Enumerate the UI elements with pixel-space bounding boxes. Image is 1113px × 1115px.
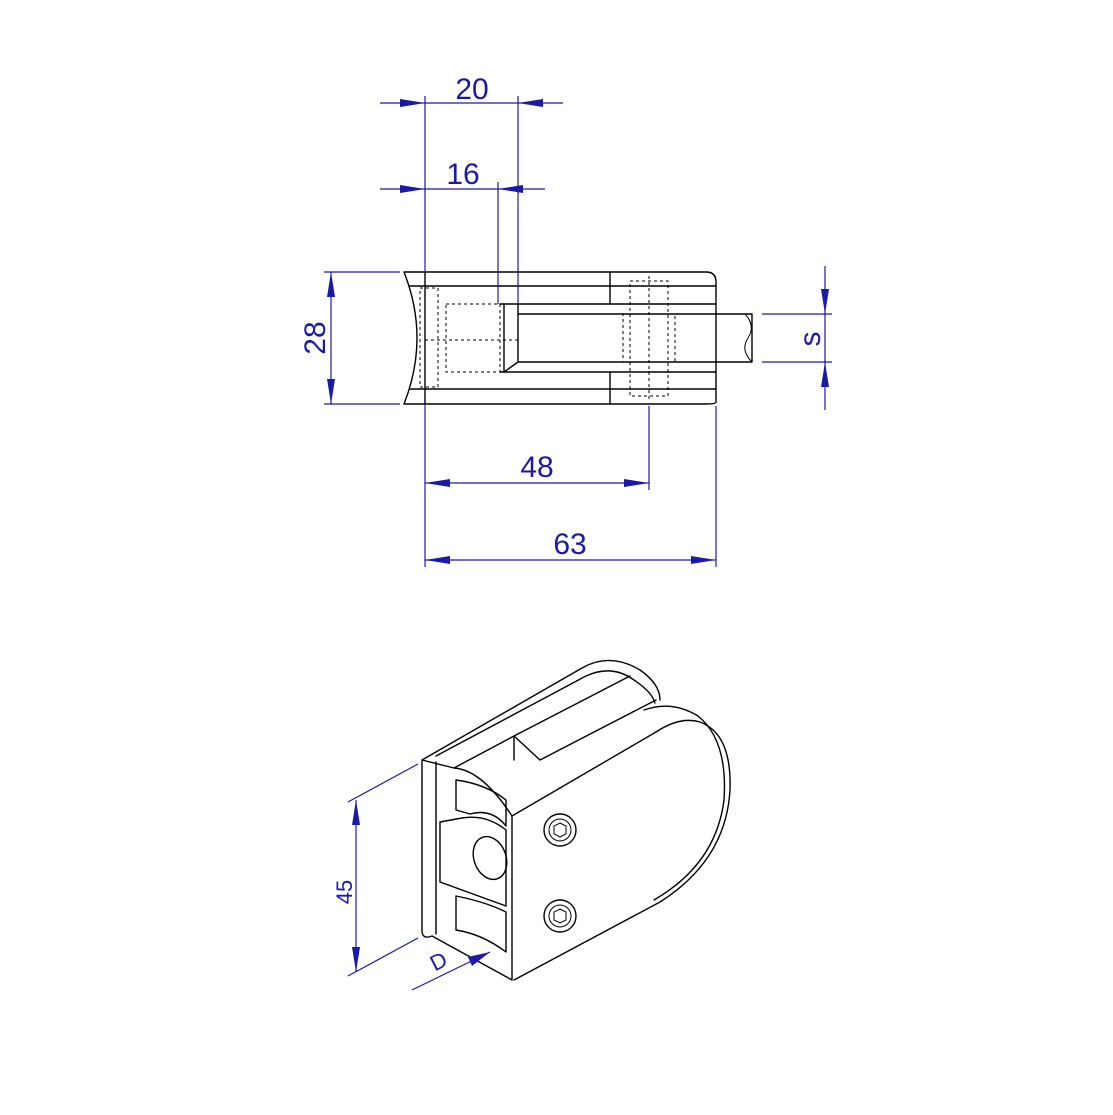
glass-panel-break — [744, 313, 753, 363]
glass-groove — [513, 675, 657, 761]
hex-socket-upper-icon — [553, 822, 567, 838]
isometric-view — [421, 659, 731, 981]
dim-63-label: 63 — [553, 528, 586, 561]
dim-s: s — [762, 266, 832, 410]
slot-window-mid — [439, 816, 507, 907]
hidden-screw-outer — [629, 280, 669, 397]
bore-hole — [472, 835, 508, 881]
side-view — [403, 271, 753, 405]
hex-socket-lower-icon — [553, 908, 567, 924]
dim-28-label: 28 — [299, 321, 332, 354]
dim-45: 45 — [332, 763, 419, 977]
top-plate — [421, 659, 661, 761]
screw-lower-inner — [548, 904, 572, 928]
dim-20: 20 — [380, 73, 563, 304]
top-plate-inner — [435, 670, 656, 757]
screw-lower — [543, 899, 577, 933]
hidden-bore-left — [419, 287, 439, 388]
dim-s-label: s — [794, 332, 827, 347]
screw-upper-inner — [548, 818, 572, 842]
dim-20-label: 20 — [455, 73, 488, 106]
dim-48: 48 — [424, 404, 650, 567]
front-rounded-face-edge — [643, 705, 726, 901]
dim-28: 28 — [299, 271, 400, 405]
clamp-body-outline — [403, 271, 717, 405]
end-face-left — [421, 759, 513, 981]
dim-16-label: 16 — [446, 158, 479, 191]
hidden-bore-inner — [445, 303, 501, 373]
end-face-top — [453, 735, 515, 769]
dim-45-label: 45 — [332, 880, 357, 904]
front-rounded-face — [511, 719, 731, 981]
dim-d: D — [411, 947, 491, 991]
slot-window-top — [455, 779, 507, 827]
slot-window-bottom — [455, 895, 507, 953]
dim-48-label: 48 — [520, 451, 553, 484]
dim-d-label: D — [426, 947, 452, 976]
dim-16: 16 — [380, 158, 545, 304]
dim-63: 63 — [425, 406, 717, 567]
screw-upper — [543, 813, 577, 847]
